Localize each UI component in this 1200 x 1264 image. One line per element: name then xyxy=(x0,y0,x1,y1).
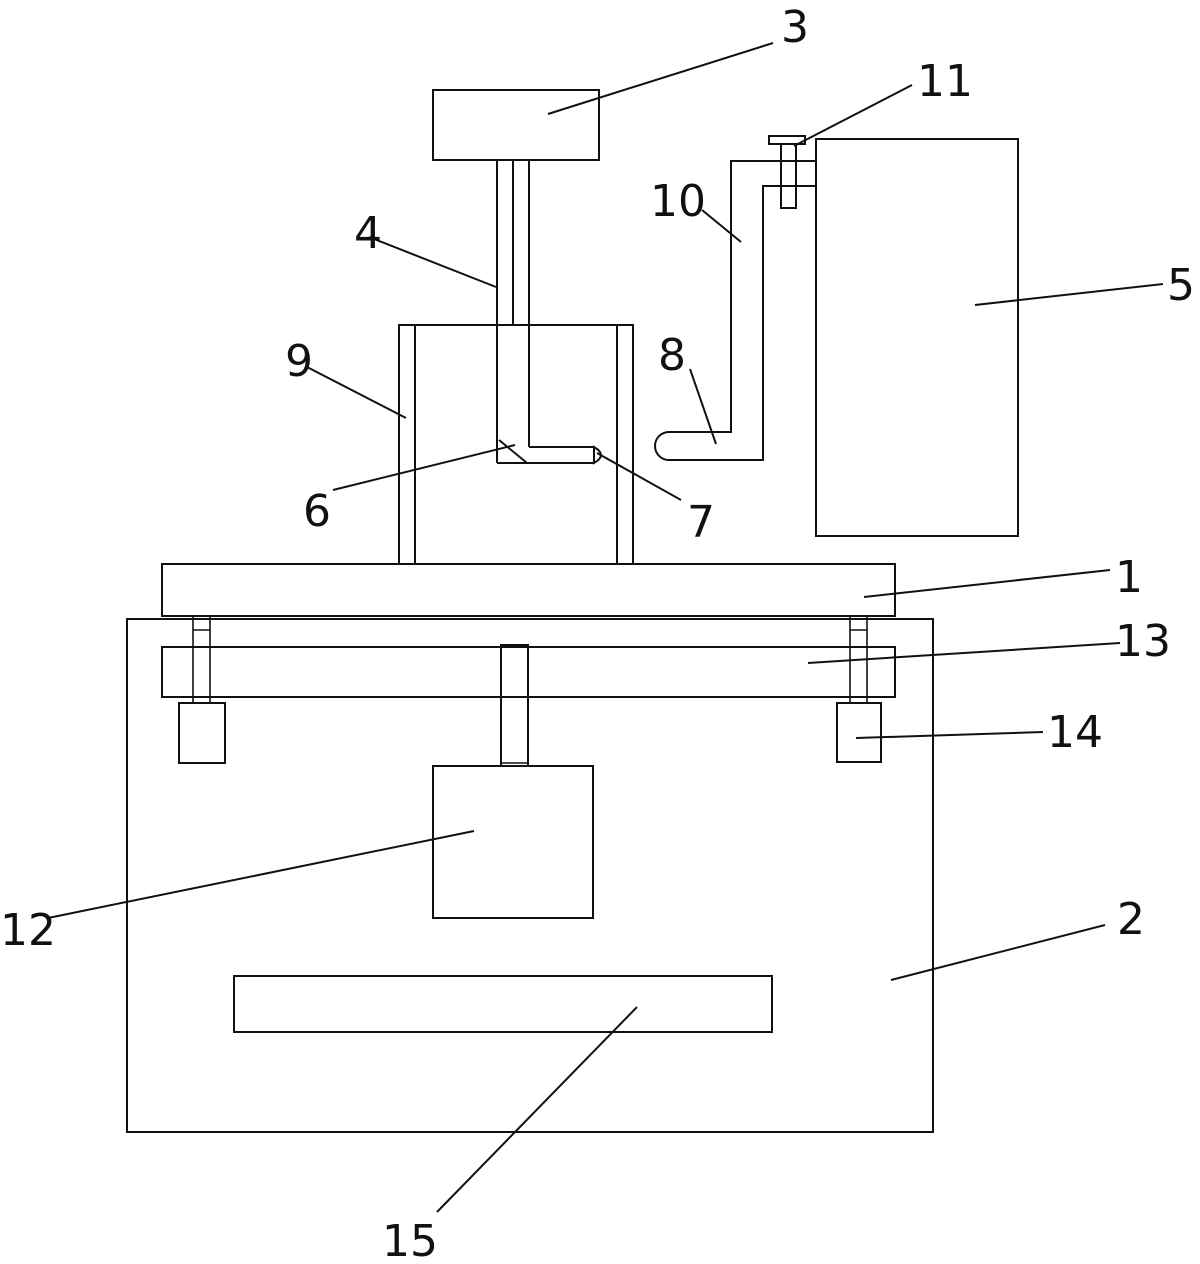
label-6: 6 xyxy=(303,486,331,537)
part-1-top-plate xyxy=(161,563,896,617)
label-2: 2 xyxy=(1117,894,1145,945)
part-12-drive-box xyxy=(432,765,594,919)
center-rod xyxy=(500,644,529,767)
label-15: 15 xyxy=(382,1216,438,1264)
part-10-supply-pipe xyxy=(654,160,816,461)
label-1: 1 xyxy=(1115,552,1143,603)
part-5-tank xyxy=(815,138,1019,537)
label-5: 5 xyxy=(1167,260,1195,311)
label-10: 10 xyxy=(650,176,706,227)
part-3-motor-block xyxy=(432,89,600,161)
part-6-cutter xyxy=(498,439,528,464)
part-9-container xyxy=(398,324,634,565)
left-support-column xyxy=(192,616,211,704)
label-7: 7 xyxy=(687,497,715,548)
label-13: 13 xyxy=(1115,616,1171,667)
label-8: 8 xyxy=(658,330,686,381)
part-15-slot xyxy=(233,975,773,1033)
label-9: 9 xyxy=(285,336,313,387)
label-14: 14 xyxy=(1047,707,1103,758)
label-3: 3 xyxy=(781,2,809,53)
leader-lines xyxy=(47,42,1164,1213)
label-11: 11 xyxy=(917,56,973,107)
part-14-right-block xyxy=(836,702,882,763)
part-2-base-housing xyxy=(126,618,934,1133)
part-14-left-block xyxy=(178,702,226,764)
label-4: 4 xyxy=(354,208,382,259)
part-4-shaft xyxy=(496,160,594,464)
label-12: 12 xyxy=(0,905,56,956)
part-11-valve xyxy=(768,135,806,209)
